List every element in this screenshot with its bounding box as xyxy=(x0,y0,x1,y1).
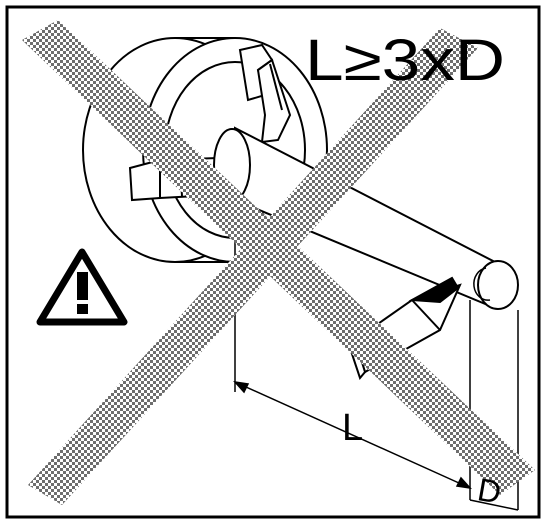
dimension-label-length: L xyxy=(342,407,363,449)
frame-border xyxy=(5,5,541,519)
formula-label: L≥3xD xyxy=(305,28,505,93)
chuck-jaw-top xyxy=(238,43,292,144)
warning-triangle-icon xyxy=(36,248,128,326)
dimension-label-diameter: D xyxy=(475,471,504,510)
x-mark xyxy=(22,20,535,505)
